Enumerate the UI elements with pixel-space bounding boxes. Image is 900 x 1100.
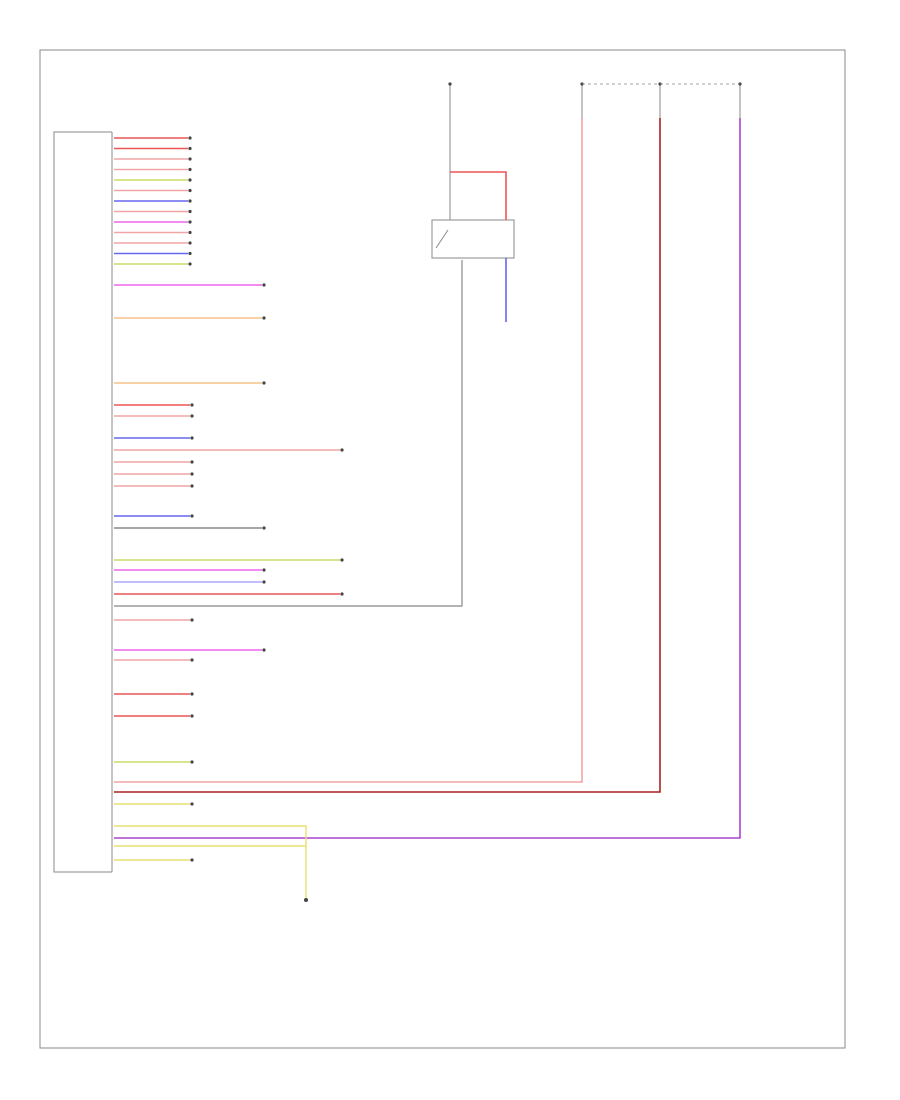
wire-end-terminal bbox=[190, 484, 194, 488]
fuse-feed-wire-1 bbox=[114, 118, 583, 783]
wire-end-terminal bbox=[340, 592, 344, 596]
wire-end-terminal bbox=[190, 514, 194, 518]
wire-end-terminal bbox=[188, 157, 192, 161]
wire-end-terminal bbox=[340, 448, 344, 452]
wire-end-terminal bbox=[188, 262, 192, 266]
relay-feed-wire bbox=[114, 260, 463, 607]
wire-end-terminal bbox=[190, 802, 194, 806]
wire-end-terminal bbox=[190, 692, 194, 696]
wire-end-terminal bbox=[262, 381, 266, 385]
fuse-terminal bbox=[448, 82, 452, 86]
relay-coil-symbol bbox=[435, 229, 449, 249]
wire-end-terminal bbox=[190, 658, 194, 662]
wire-end-terminal bbox=[262, 526, 266, 530]
fuse-feed-wire-3 bbox=[114, 118, 741, 839]
wire-end-terminal bbox=[188, 199, 192, 203]
wire-end-terminal bbox=[188, 188, 192, 193]
control-module-outline bbox=[53, 131, 112, 873]
relay-box bbox=[431, 219, 515, 259]
wire-end-terminal bbox=[190, 858, 194, 862]
wire-end-terminal bbox=[188, 209, 192, 214]
fuse-feed-wire-2 bbox=[114, 118, 661, 793]
ground-wire bbox=[114, 825, 307, 900]
wire-end-terminal bbox=[188, 146, 192, 151]
wire-end-terminal bbox=[190, 472, 194, 476]
wire-end-terminal bbox=[190, 460, 194, 464]
wire-end-terminal bbox=[188, 220, 192, 224]
wire-end-terminal bbox=[190, 436, 194, 440]
wire-end-terminal bbox=[188, 241, 192, 245]
relay-switched-feed bbox=[450, 171, 507, 220]
wire-end-terminal bbox=[188, 167, 192, 172]
wire-end-terminal bbox=[190, 714, 194, 718]
diagram-frame bbox=[39, 49, 846, 1049]
wire-end-terminal bbox=[188, 136, 192, 140]
wire-end-terminal bbox=[190, 760, 194, 764]
wire-end-terminal bbox=[262, 316, 266, 320]
wire-end-terminal bbox=[262, 568, 266, 572]
wire-end-terminal bbox=[188, 230, 192, 235]
module-pin-wires bbox=[114, 136, 344, 862]
long-wires bbox=[114, 118, 741, 902]
wire-end-terminal bbox=[340, 558, 344, 562]
wire-end-terminal bbox=[262, 648, 266, 652]
fuse-and-relay-area bbox=[431, 82, 742, 322]
wire-end-terminal bbox=[188, 251, 192, 256]
wire-end-terminal bbox=[190, 618, 194, 622]
wire-end-terminal bbox=[262, 283, 266, 287]
ground-terminal bbox=[304, 898, 308, 902]
wire-end-terminal bbox=[188, 178, 192, 182]
wire-end-terminal bbox=[190, 403, 194, 407]
wire-end-terminal bbox=[190, 414, 194, 418]
wire-end-terminal bbox=[262, 580, 266, 584]
